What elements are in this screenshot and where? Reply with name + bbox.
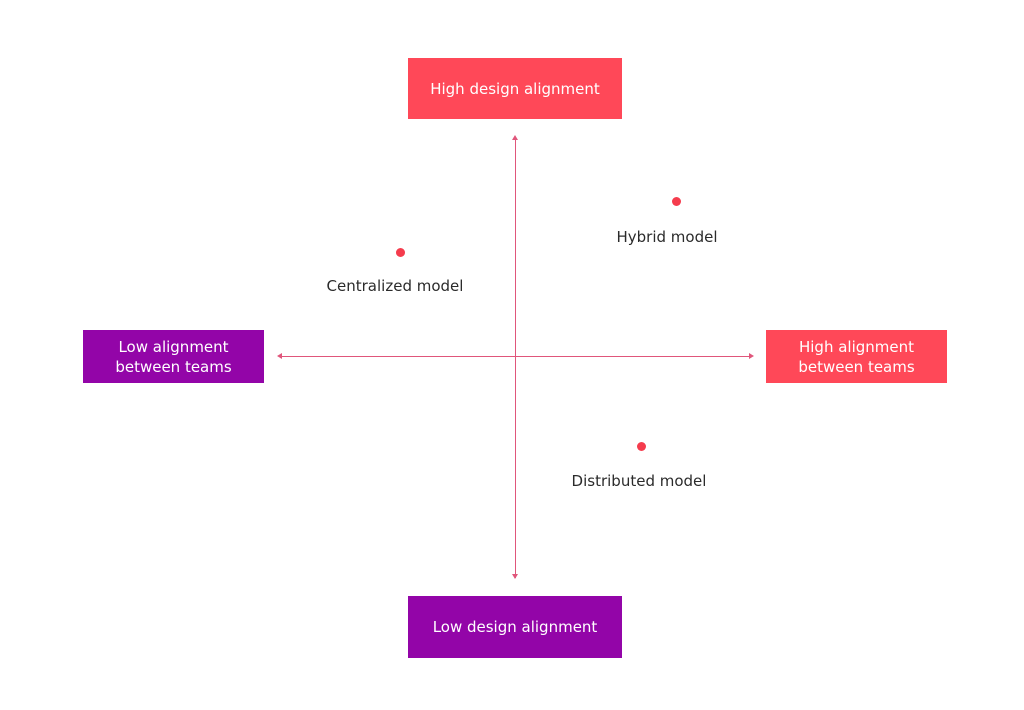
axis-arrow-right <box>749 353 754 359</box>
low-design-alignment-box: Low design alignment <box>408 596 622 658</box>
axis-arrow-down <box>512 574 518 579</box>
low-alignment-between-teams-line-2: between teams <box>115 357 232 376</box>
centralized-model-label: Centralized model <box>326 277 464 295</box>
distributed-model-point <box>637 442 646 451</box>
high-design-alignment-box: High design alignment <box>408 58 622 119</box>
hybrid-model-label: Hybrid model <box>616 228 718 246</box>
high-alignment-between-teams-line-1: High alignment <box>798 337 915 356</box>
hybrid-model-point <box>672 197 681 206</box>
high-alignment-between-teams-box: High alignment between teams <box>766 330 947 383</box>
horizontal-axis-line <box>280 356 752 357</box>
axis-arrow-up <box>512 135 518 140</box>
high-design-alignment-label: High design alignment <box>430 79 600 98</box>
vertical-axis-line <box>515 138 516 578</box>
distributed-model-label: Distributed model <box>571 472 707 490</box>
low-design-alignment-label: Low design alignment <box>432 618 598 636</box>
low-alignment-between-teams-line-1: Low alignment <box>118 337 229 356</box>
axis-arrow-left <box>277 353 282 359</box>
centralized-model-point <box>396 248 405 257</box>
high-alignment-between-teams-line-2: between teams <box>798 357 915 376</box>
low-alignment-between-teams-box: Low alignment between teams <box>83 330 264 383</box>
